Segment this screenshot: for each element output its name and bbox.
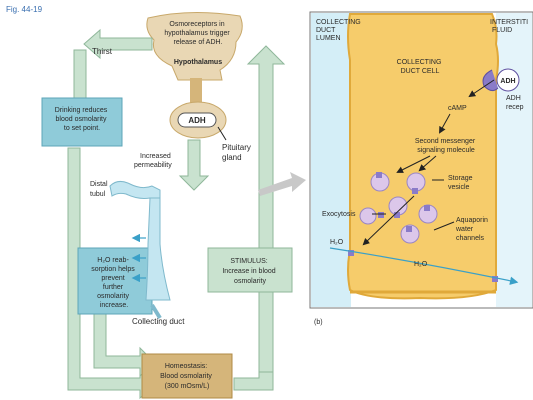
drinking-text: Drinking reduces blood osmolarity to set… [55, 107, 109, 132]
adh-molecule [496, 68, 520, 92]
exocytosis-label: Exocytosis [322, 211, 356, 218]
camp-label: cAMP [448, 105, 467, 112]
cell-label: COLLECTING DUCT CELL [397, 59, 444, 75]
homeostasis-box [141, 353, 233, 399]
loop-arrow-bottom-right [233, 371, 274, 391]
increased-permeability: Increased permeability [134, 153, 173, 169]
osmoreceptors-text: Osmoreceptors in hypothalamus trigger re… [164, 21, 231, 46]
stimulus-text: STIMULUS: Increase in blood osmolarity [222, 258, 277, 285]
water-mid-label: H₂O [414, 261, 428, 268]
stimulus-box [207, 247, 293, 293]
aquaporin-label: Aquaporin water channels [455, 217, 490, 242]
collecting-duct-label: Collecting duct [132, 317, 185, 326]
adh-pill [177, 112, 217, 128]
interstitial-label: INTERSTITI FLUID [490, 19, 530, 34]
reabsorption-text: H₂O reab- sorption helps prevent further… [91, 257, 137, 309]
camp-to-messenger-arrow [439, 113, 451, 134]
drinking-box [41, 97, 123, 147]
distal-tubule [109, 180, 161, 201]
pituitary-stalk [190, 78, 202, 104]
receptor-label: ADH recep [506, 95, 524, 111]
figure-label: Fig. 44-19 [6, 5, 43, 14]
homeostasis-text: Homeostasis: Blood osmolarity (300 mOsm/… [160, 363, 214, 390]
collecting-duct [145, 197, 171, 301]
lumen-region [311, 13, 351, 307]
thirst-label: Thirst [92, 47, 113, 56]
loop-arrow-pituitary-down [178, 139, 210, 191]
duct-outflow [150, 303, 162, 320]
water-flow-arrow [329, 247, 519, 285]
loop-arrow-stimulus-up [246, 45, 286, 373]
collecting-duct-cell [347, 13, 499, 300]
adh-molecule-label: ADH [500, 78, 515, 85]
lumen-label: COLLECTING DUCT LUMEN [316, 19, 363, 42]
aquaporin-pointer [433, 221, 455, 231]
exocytosis-arrow [362, 195, 415, 246]
panel-b-label: (b) [314, 319, 323, 326]
water-in-label: H₂O [330, 239, 344, 246]
adh-label: ADH [188, 116, 206, 125]
aquaporin-channels [348, 172, 498, 282]
hypothalamus-shape [146, 11, 243, 81]
messenger-label: Second messenger signaling molecule [415, 138, 477, 154]
hypothalamus-label: Hypothalamus [174, 59, 222, 66]
storage-label: Storage vesicle [448, 175, 474, 191]
messenger-arrow-2 [418, 155, 437, 172]
loop-arrow-thirst [83, 28, 153, 60]
pituitary-label: Pituitary gland [222, 143, 253, 162]
messenger-arrow-1 [396, 155, 431, 173]
interstitial-region [496, 13, 532, 307]
storage-vesicles [359, 172, 438, 244]
pituitary-pointer [217, 126, 227, 141]
distal-tubule-label: Distal tubul [90, 181, 109, 198]
zoom-arrow [258, 172, 306, 196]
adh-to-camp-arrow [468, 79, 495, 98]
